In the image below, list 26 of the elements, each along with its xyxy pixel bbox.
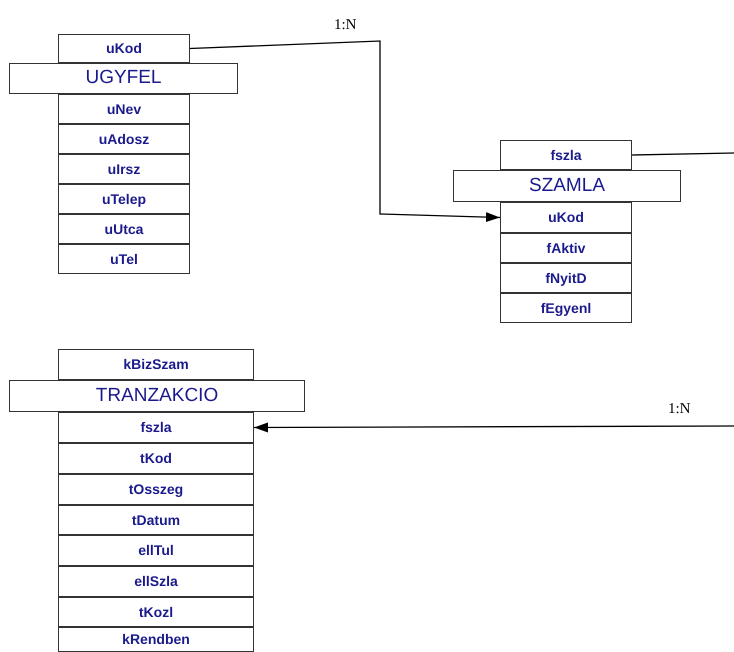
attribute-box: uTel xyxy=(58,244,190,274)
connector-arrow xyxy=(190,40,500,222)
attribute-box: tKod xyxy=(58,443,254,474)
attribute-box: tKozl xyxy=(58,597,254,627)
entity-name-box: SZAMLA xyxy=(453,170,681,202)
entity-name-box: UGYFEL xyxy=(9,63,238,94)
attribute-box: uUtca xyxy=(58,214,190,244)
attribute-box: fszla xyxy=(58,412,254,443)
attribute-box: uAdosz xyxy=(58,124,190,154)
attribute-box: uIrsz xyxy=(58,154,190,184)
attribute-box: tOsszeg xyxy=(58,474,254,505)
attribute-box: uKod xyxy=(58,34,190,63)
attribute-box: fNyitD xyxy=(500,263,632,293)
attribute-box: ellTul xyxy=(58,535,254,566)
connector-arrow xyxy=(254,422,734,432)
attribute-box: uKod xyxy=(500,202,632,233)
attribute-box: kBizSzam xyxy=(58,349,254,380)
attribute-box: fEgyenl xyxy=(500,293,632,323)
attribute-box: fAktiv xyxy=(500,233,632,263)
attribute-box: tDatum xyxy=(58,505,254,535)
entity-name-box: TRANZAKCIO xyxy=(9,380,305,412)
attribute-box: ellSzla xyxy=(58,566,254,597)
attribute-box: uTelep xyxy=(58,184,190,214)
attribute-box: uNev xyxy=(58,94,190,124)
attribute-box: fszla xyxy=(500,140,632,170)
attribute-box: kRendben xyxy=(58,627,254,652)
